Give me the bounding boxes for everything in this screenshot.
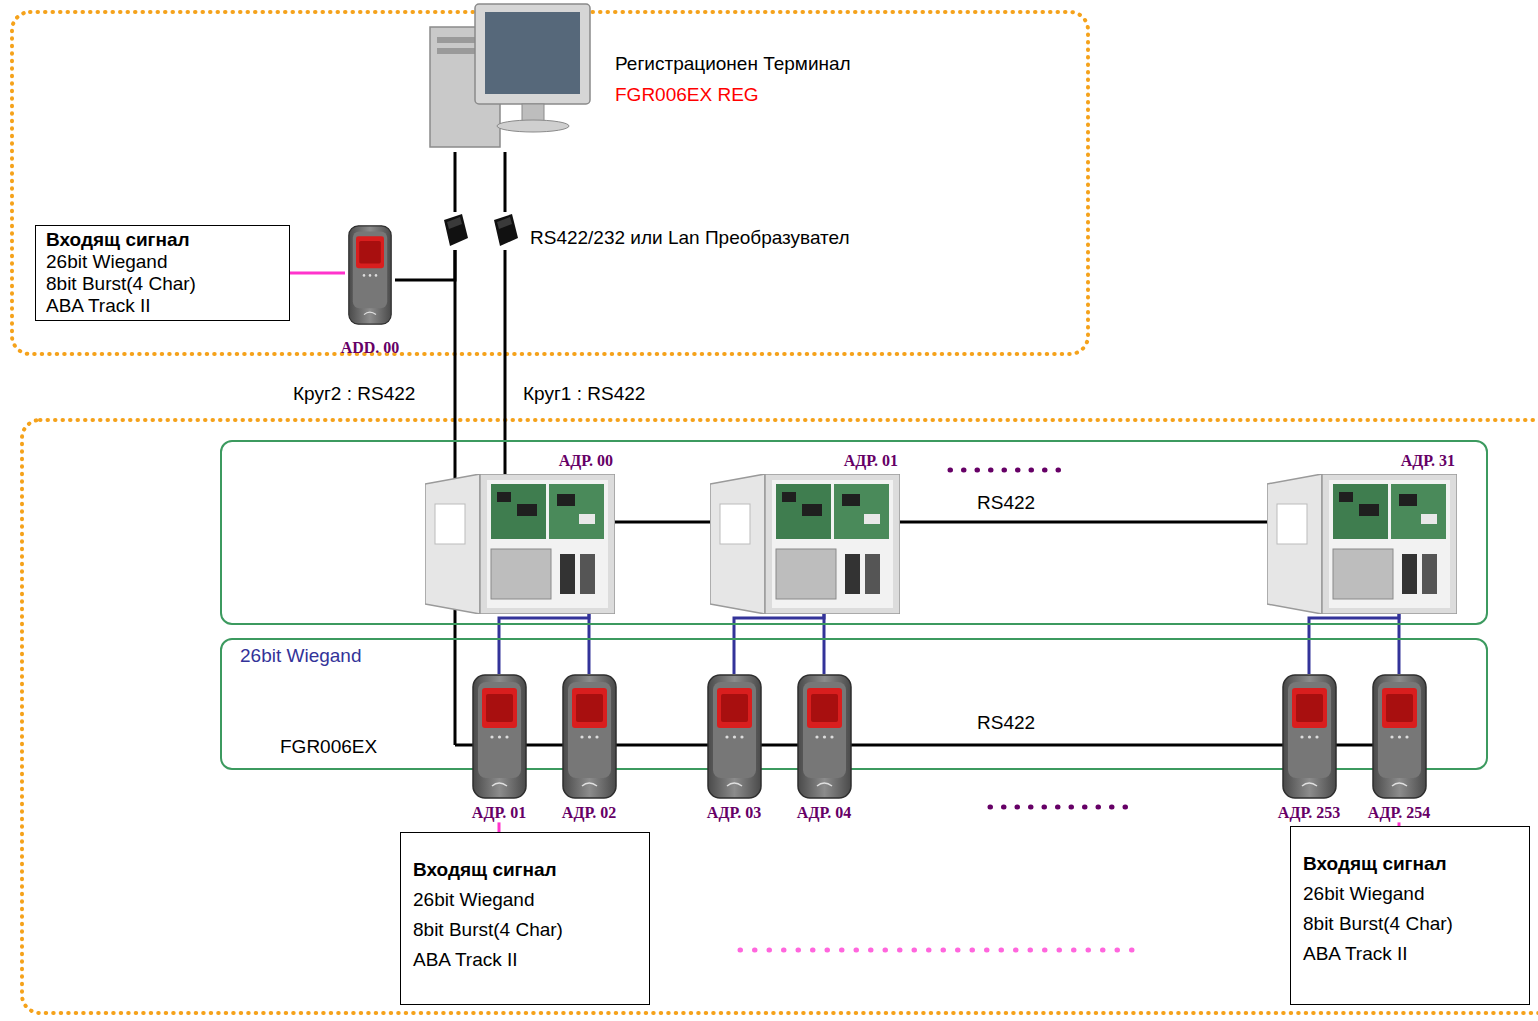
device-band: АДР. 00 АДР. 01 АДР. 31 RS422 [220,440,1488,625]
fingerprint-reader: ADD. 00 [330,225,410,357]
reader-icon-figure [708,675,761,798]
converter-icon [490,212,520,248]
address-label: АДР. 03 [694,804,774,822]
address-label: АДР. 04 [784,804,864,822]
device-band: АДР. 01АДР. 02АДР. 03АДР. 04АДР. 253АДР.… [220,638,1488,770]
signal-format: ABA Track II [413,945,518,975]
signal-dots [740,948,1132,953]
label-text: FGR006EX REG [615,84,759,106]
fingerprint-reader: АДР. 253 [1269,674,1349,822]
connector [290,272,345,275]
fingerprint-reader: АДР. 04 [784,674,864,822]
label-text: RS422 [977,712,1035,734]
reader-icon-figure [563,675,616,798]
converter-icon [440,212,470,248]
reader-icon-figure [798,675,851,798]
signal-label: 26bit Wiegand [240,645,361,667]
reader-icon [1372,674,1427,799]
signal-format: 26bit Wiegand [1303,879,1424,909]
connector [1398,614,1401,674]
address-label: АДР. 01 [459,804,539,822]
text-slot: FGR006EX REG [615,84,759,106]
text-slot: RS422 [977,712,1035,734]
label-text: Регистрационен Терминал [615,53,851,75]
text-slot: RS422/232 или Lan Преобразувател [530,227,850,249]
bottom-region [22,420,1538,1013]
text-slot: Круг1 : RS422 [520,383,648,405]
computer-icon-figure [430,4,590,147]
ellipsis-dots [990,805,1136,810]
signal-box: Входящ сигнал26bit Wiegand8bit Burst(4 C… [400,832,650,1005]
reader-icon [472,674,527,799]
reader-icon-figure [1373,675,1426,798]
connector [734,614,824,674]
signal-format: 8bit Burst(4 Char) [46,273,196,295]
reader-icon [562,674,617,799]
cabinet-icon [710,474,900,614]
box-heading: Входящ сигнал [46,229,190,251]
line-label: Круг2 : RS422 [290,383,418,405]
signal-format: 26bit Wiegand [46,251,167,273]
reader-icon-figure [349,226,391,324]
reader-icon [1282,674,1337,799]
connector [498,822,501,832]
connector [395,250,455,280]
address-label: АДР. 01 [707,452,902,474]
connector [499,614,589,674]
controller-cabinet: АДР. 00 [422,452,617,614]
text-slot: 26bit Wiegand [240,645,361,667]
label-text: FGR006EX [280,736,377,758]
cabinet-icon-figure [710,474,900,614]
converter-icon-figure [444,214,468,246]
text-slot: Регистрационен Терминал [615,53,851,75]
controller-cabinet: АДР. 01 [707,452,902,614]
box-heading: Входящ сигнал [1303,849,1447,879]
reader-icon-figure [473,675,526,798]
fingerprint-reader: АДР. 03 [694,674,774,822]
address-label: АДР. 31 [1264,452,1459,474]
computer-icon [425,2,595,152]
cabinet-icon-figure [1267,474,1457,614]
fingerprint-reader: АДР. 01 [459,674,539,822]
address-label: АДР. 00 [422,452,617,474]
signal-format: 26bit Wiegand [413,885,534,915]
reader-icon [707,674,762,799]
registration-terminal: Регистрационен ТерминалFGR006EX REG [425,2,895,152]
box-heading: Входящ сигнал [413,855,557,885]
connector [588,614,591,674]
text-slot: RS422 [977,492,1035,514]
ellipsis-dots [950,468,1068,473]
converter-icon-figure [494,214,518,246]
signal-format: 8bit Burst(4 Char) [413,915,563,945]
connector [455,152,505,212]
reader-icon [345,225,395,325]
converter: RS422/232 или Lan Преобразувател [435,210,875,250]
reader-icon-figure [1283,675,1336,798]
address-label: АДР. 254 [1359,804,1439,822]
signal-format: 8bit Burst(4 Char) [1303,909,1453,939]
controller-cabinet: АДР. 31 [1264,452,1459,614]
text-slot: Круг2 : RS422 [290,383,418,405]
address-label: АДР. 253 [1269,804,1349,822]
connector [823,614,826,674]
label-text: RS422/232 или Lan Преобразувател [530,227,850,249]
label-text: RS422 [977,492,1035,514]
signal-box: Входящ сигнал26bit Wiegand8bit Burst(4 C… [1290,826,1530,1005]
connector [1309,614,1399,674]
cabinet-icon [425,474,615,614]
signal-box: Входящ сигнал26bit Wiegand8bit Burst(4 C… [35,225,290,321]
address-label: ADD. 00 [330,339,410,357]
cabinet-icon [1267,474,1457,614]
address-label: АДР. 02 [549,804,629,822]
signal-format: ABA Track II [46,295,151,317]
text-slot: FGR006EX [280,736,377,758]
reader-icon [797,674,852,799]
fingerprint-reader: АДР. 254 [1359,674,1439,822]
fingerprint-reader: АДР. 02 [549,674,629,822]
signal-format: ABA Track II [1303,939,1408,969]
cabinet-icon-figure [425,474,615,614]
line-label: Круг1 : RS422 [520,383,648,405]
